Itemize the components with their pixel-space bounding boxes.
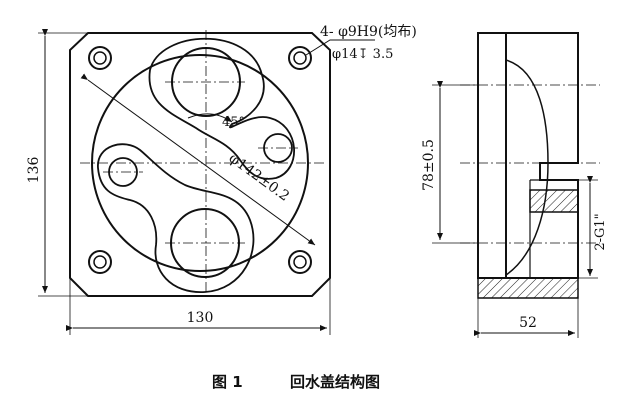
bolt-holes <box>88 46 312 274</box>
bolt-circle-label: φ142±0.2 <box>226 150 292 204</box>
curved-face <box>505 59 549 276</box>
height-label: 136 <box>26 157 42 184</box>
hatch-upper <box>529 189 579 213</box>
hatch-lower <box>477 277 579 299</box>
thickness-label: 52 <box>519 315 537 331</box>
center-offset-label: 78±0.5 <box>421 139 437 191</box>
side-view <box>432 32 600 338</box>
front-view <box>38 29 375 335</box>
boss-profile <box>506 32 579 279</box>
bolt-circle-dim-line <box>80 73 316 246</box>
figure-title: 回水盖结构图 <box>290 373 380 391</box>
angle-label: 45° <box>222 115 245 130</box>
figure-number: 图 1 <box>212 373 243 391</box>
flange-body <box>477 32 507 279</box>
hole-spec-leader <box>305 39 375 56</box>
angle-arc <box>187 113 233 123</box>
thread-label: 2-G1" <box>593 213 608 250</box>
width-label: 130 <box>187 310 214 326</box>
plate-outline <box>69 32 331 297</box>
hole-spec-label: 4- φ9H9(均布) <box>320 24 417 40</box>
center-lines <box>80 30 325 300</box>
counterbore-label: φ14↧ 3.5 <box>332 47 393 62</box>
